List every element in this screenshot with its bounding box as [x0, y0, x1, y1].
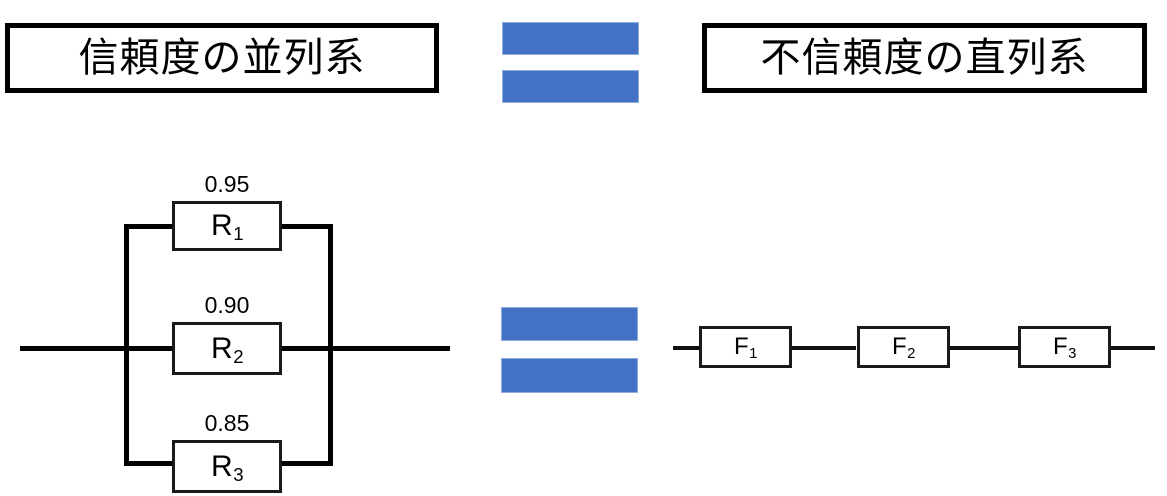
- component-label-f3: F3: [1053, 333, 1077, 363]
- component-box-r3: R3: [172, 440, 282, 493]
- series-link-f1-f2: [790, 346, 856, 350]
- branch3-right-rail: [278, 461, 333, 466]
- component-box-f3: F3: [1018, 326, 1111, 368]
- branch1-left-rail: [124, 224, 176, 229]
- component-label-f1: F1: [734, 333, 758, 363]
- title-box-parallel: 信頼度の並列系: [5, 23, 439, 93]
- equals-bar-upper: [501, 307, 638, 341]
- equals-bar-lower: [502, 70, 639, 103]
- value-label-r3: 0.85: [204, 410, 250, 436]
- series-input-lead: [673, 346, 701, 350]
- component-box-r1: R1: [172, 201, 282, 251]
- equals-sign-middle: [501, 307, 638, 393]
- branch1-right-rail: [278, 224, 333, 229]
- parallel-left-bus: [124, 224, 129, 466]
- equals-bar-lower: [501, 358, 638, 393]
- branch3-left-rail: [124, 461, 176, 466]
- series-link-f2-f3: [949, 346, 1020, 350]
- equals-bar-upper: [502, 22, 639, 55]
- component-label-r2: R2: [210, 331, 244, 367]
- component-box-r2: R2: [172, 322, 282, 375]
- component-label-r3: R3: [210, 449, 244, 485]
- component-label-f2: F2: [892, 333, 916, 363]
- parallel-input-lead: [20, 346, 128, 351]
- component-box-f1: F1: [699, 326, 792, 368]
- branch2-left-rail: [124, 346, 176, 351]
- title-label-parallel: 信頼度の並列系: [78, 36, 366, 80]
- parallel-right-bus: [328, 224, 333, 466]
- equals-sign-top: [502, 22, 639, 103]
- title-box-series: 不信頼度の直列系: [702, 23, 1147, 93]
- branch2-right-rail: [278, 346, 333, 351]
- component-label-r1: R1: [210, 209, 244, 245]
- parallel-output-lead: [330, 346, 450, 351]
- component-box-f2: F2: [857, 326, 950, 368]
- series-output-lead: [1109, 346, 1155, 350]
- title-label-series: 不信頼度の直列系: [760, 36, 1089, 80]
- value-label-r2: 0.90: [204, 292, 250, 318]
- value-label-r1: 0.95: [204, 171, 250, 197]
